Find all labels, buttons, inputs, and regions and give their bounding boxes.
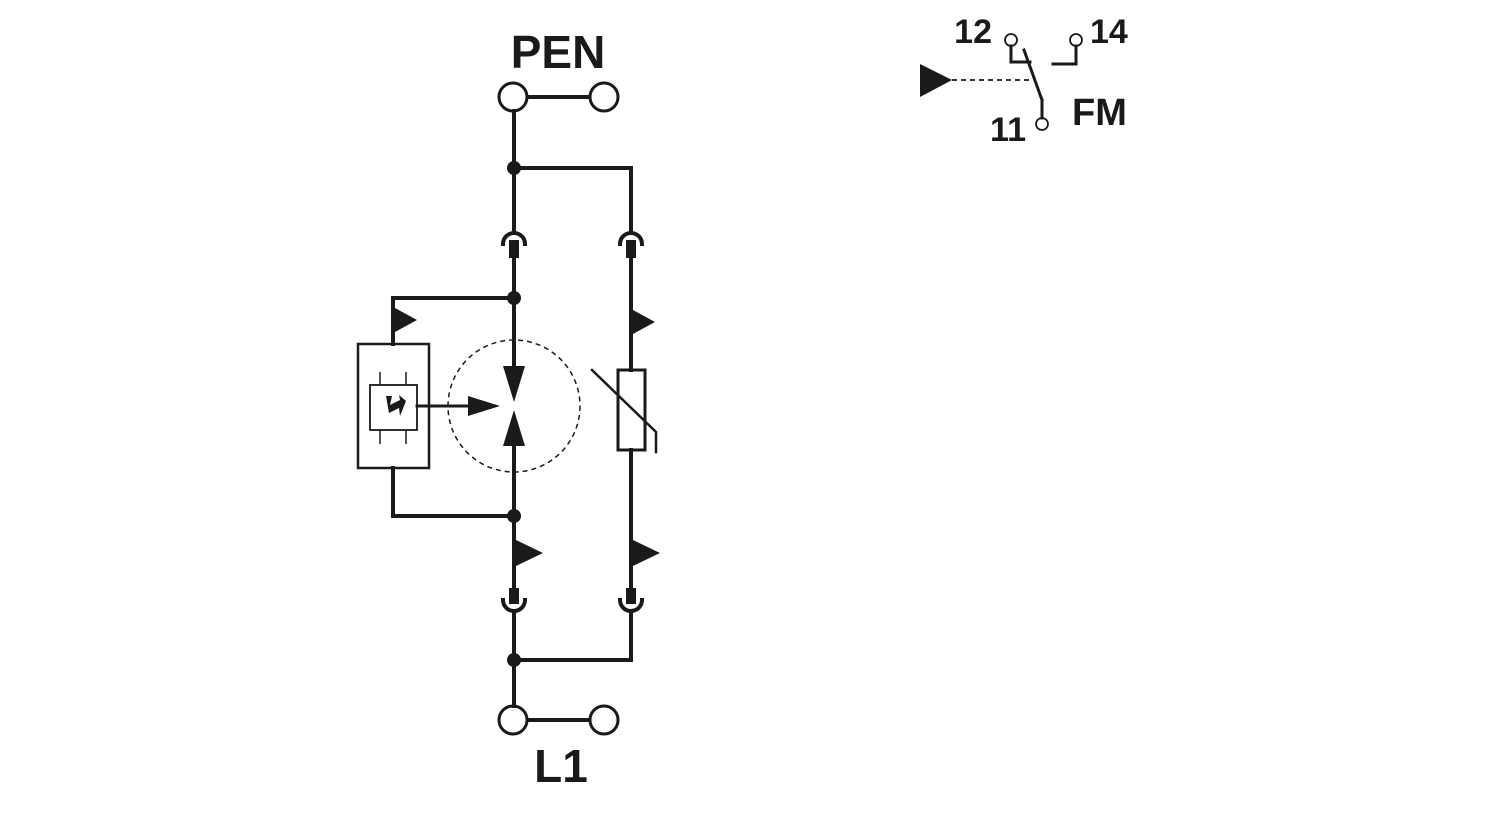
- contact-12-label: 12: [954, 13, 992, 51]
- l1-terminal: [497, 704, 620, 736]
- pen-terminal: [497, 81, 620, 113]
- fm-label: FM: [1072, 92, 1127, 134]
- l1-label: L1: [534, 740, 588, 792]
- contact-14-label: 14: [1090, 13, 1128, 51]
- lightning-icon: [386, 395, 406, 416]
- varistor: [590, 368, 658, 454]
- plug-connectors: [500, 231, 645, 613]
- fm-remote-contact: 12 14 11 FM: [920, 13, 1128, 149]
- contact-11-label: 11: [990, 111, 1026, 149]
- trigger-circuit: [356, 342, 500, 470]
- pen-label: PEN: [511, 26, 606, 78]
- main-wiring: [391, 109, 633, 708]
- flag-markers: [395, 308, 660, 566]
- junction-dots: [507, 161, 521, 667]
